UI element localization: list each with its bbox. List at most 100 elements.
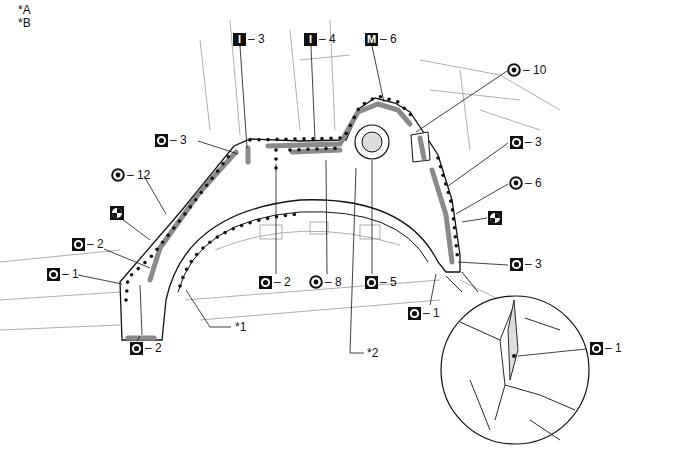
drawing-part	[460, 300, 575, 440]
drawing-part	[260, 225, 282, 239]
weld-dot	[453, 226, 457, 230]
callout-number: – 6	[525, 177, 542, 190]
drawing-part	[420, 138, 424, 158]
drawing-part	[518, 349, 586, 356]
drawing-part	[124, 95, 459, 302]
drawing-part	[200, 20, 350, 135]
view-marker: *B	[18, 17, 31, 30]
drawing-part	[198, 141, 238, 154]
sealer-icon	[513, 139, 520, 146]
weld-dot	[315, 147, 319, 151]
weld-icon	[314, 280, 319, 285]
drawing-part	[47, 134, 603, 355]
weld-dot	[205, 184, 209, 188]
weld-dot	[223, 231, 227, 235]
drawing-part	[122, 219, 150, 240]
weld-dot	[320, 137, 324, 141]
drawing-part	[420, 60, 560, 150]
drawing-part	[462, 218, 487, 222]
drawing-part	[458, 262, 508, 265]
drawing-part	[112, 64, 522, 288]
drawing-part	[438, 158, 458, 262]
sealer-icon	[47, 268, 60, 281]
drawing-part	[104, 249, 150, 268]
view-marker: *1	[235, 321, 246, 334]
drawing-part	[126, 96, 458, 300]
sealer-icon	[368, 279, 375, 286]
drawing-part	[240, 46, 247, 148]
drawing-part	[411, 132, 430, 162]
weld-dot	[143, 261, 147, 265]
drawing-part	[360, 225, 380, 239]
sealer-icon	[50, 271, 57, 278]
weld-icon	[112, 169, 124, 181]
sealer-icon	[411, 310, 418, 317]
drawing-part	[120, 98, 460, 340]
drawing-part	[311, 46, 315, 140]
sealer-icon	[510, 258, 523, 271]
callout-number: – 1	[605, 342, 622, 355]
weld-dot	[324, 147, 328, 151]
weld-dot	[181, 276, 185, 280]
weld-icon	[310, 276, 322, 288]
callout-number: – 4	[319, 33, 336, 46]
weld-dot	[306, 148, 310, 152]
drawing-part	[430, 274, 436, 305]
sealer-icon	[133, 345, 140, 352]
weld-dot	[302, 137, 306, 141]
weld-dot	[371, 97, 375, 101]
weld-dot	[274, 157, 278, 161]
weld-dot	[274, 148, 278, 152]
weld-dot	[363, 102, 367, 106]
drawing-part	[365, 33, 378, 46]
weld-dot	[449, 199, 453, 203]
callout-number: – 5	[380, 276, 397, 289]
callout-number: – 2	[274, 276, 291, 289]
weld-dot	[210, 176, 214, 180]
drawing-part	[276, 164, 277, 274]
weld-dot	[441, 174, 445, 178]
weld-dot	[338, 136, 342, 140]
weld-dot	[195, 253, 199, 257]
weld-dot	[284, 137, 288, 141]
weld-dot	[200, 191, 204, 195]
callout-number: – 3	[248, 33, 265, 46]
weld-dot	[387, 98, 391, 102]
weld-icon	[116, 173, 121, 178]
view-icon	[488, 211, 502, 225]
callout-number: – 3	[525, 136, 542, 149]
weld-dot	[455, 253, 459, 257]
weld-dot	[257, 138, 261, 142]
drawing-part	[362, 132, 382, 152]
weld-dot	[447, 191, 451, 195]
drawing-part	[126, 152, 232, 300]
weld-dot	[284, 214, 288, 218]
weld-dot	[155, 248, 159, 252]
weld-dot	[329, 137, 333, 141]
weld-dot	[409, 113, 413, 117]
weld-dot	[311, 137, 315, 141]
drawing-part	[512, 354, 516, 358]
sealer-icon	[408, 307, 421, 320]
callout-number: – 1	[423, 307, 440, 320]
drawing-part	[268, 104, 410, 146]
weld-dot	[396, 100, 400, 104]
drawing-part	[326, 160, 327, 274]
weld-dot	[266, 138, 270, 142]
drawing-part	[446, 272, 478, 292]
weld-dot	[288, 148, 292, 152]
weld-dot	[161, 240, 165, 244]
weld-dot	[248, 138, 252, 142]
sealer-icon	[513, 261, 520, 268]
drawing-part	[441, 296, 589, 444]
drawing-part	[78, 46, 508, 353]
weld-dot	[166, 233, 170, 237]
weld-dot	[190, 260, 194, 264]
sealer-icon	[593, 345, 600, 352]
sealer-icon	[259, 276, 272, 289]
weld-dot	[240, 224, 244, 228]
weld-dot	[208, 240, 212, 244]
weld-dot	[266, 217, 270, 221]
drawing-part	[456, 184, 508, 214]
